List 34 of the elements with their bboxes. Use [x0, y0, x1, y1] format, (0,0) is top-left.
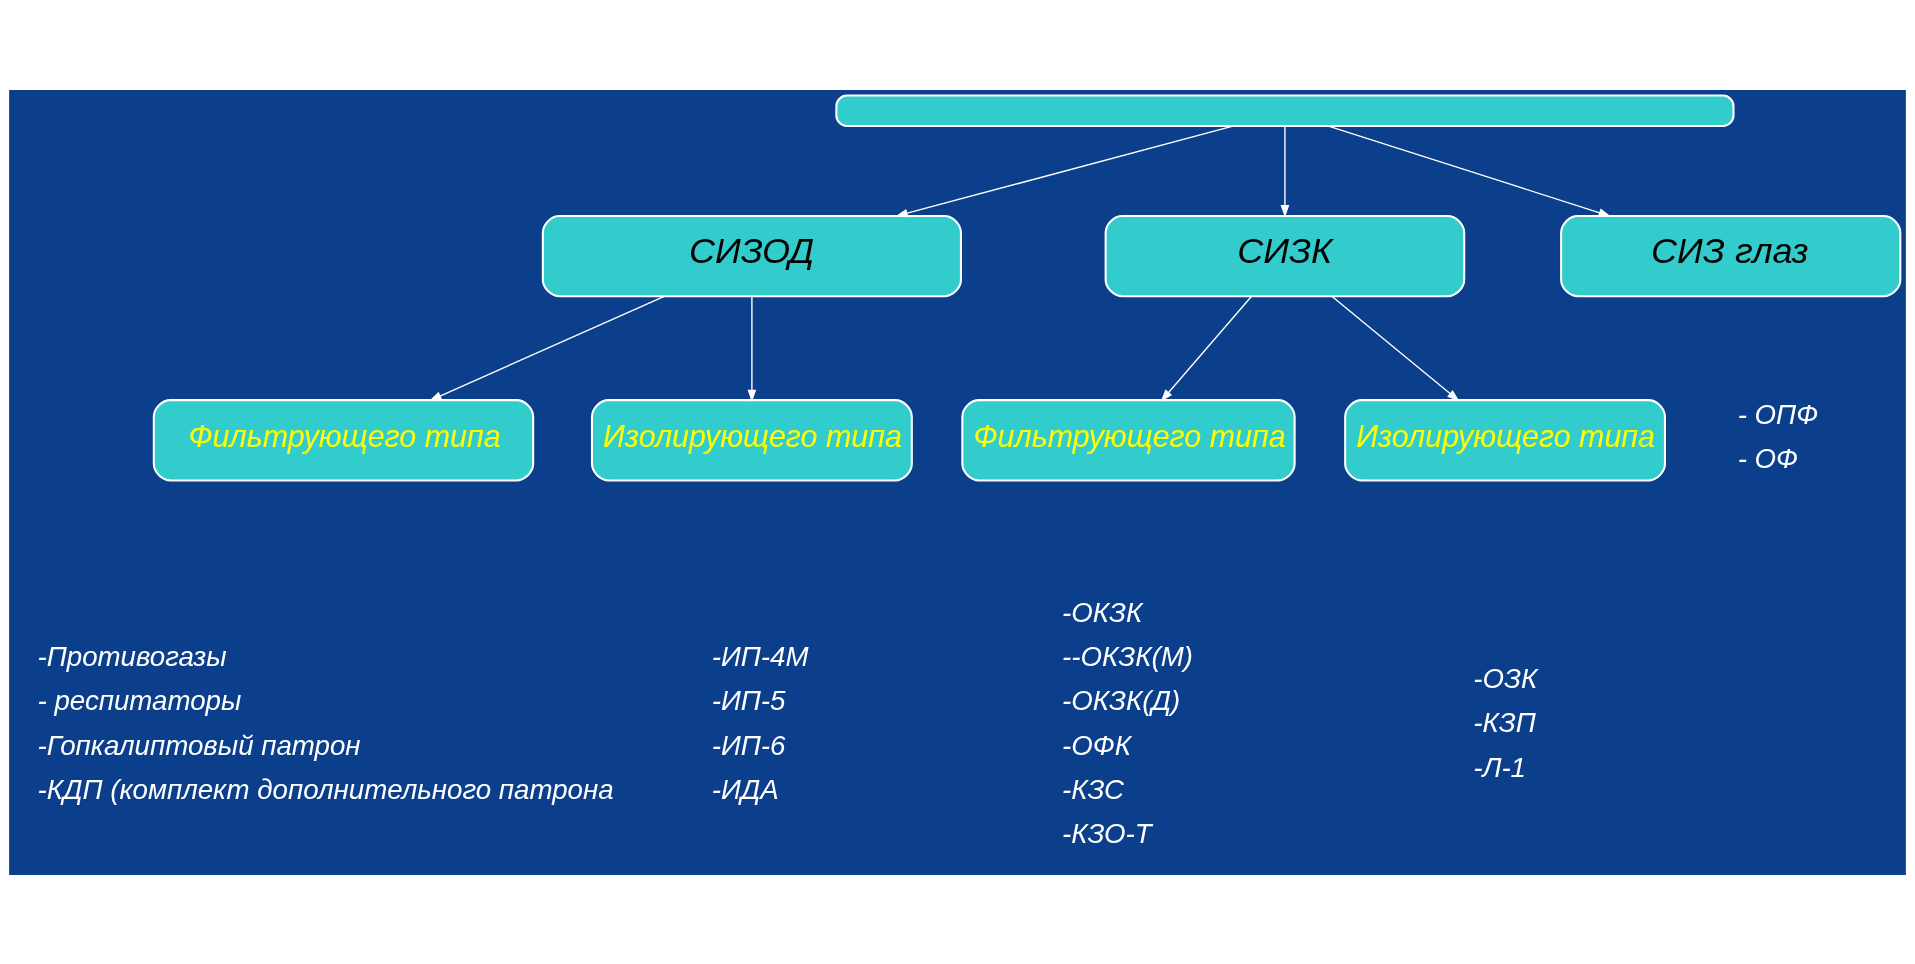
node-label: -ИП-5: [711, 684, 786, 716]
arrow: [1160, 295, 1253, 402]
node-box: СИЗК: [1104, 214, 1466, 297]
node-label: -Л-1: [1473, 751, 1527, 783]
node-box: Изолирующего типа: [1344, 398, 1666, 481]
arrow: [747, 295, 757, 402]
node-label: -ОКЗК(Д): [1062, 684, 1181, 716]
node-label: -ОФК: [1062, 729, 1132, 761]
node-label: -КЗС: [1062, 773, 1124, 805]
arrow: [1331, 295, 1460, 401]
arrow: [429, 295, 665, 401]
node-box: Фильтрующего типа: [961, 398, 1296, 481]
node-label: -ОЗК: [1473, 662, 1538, 694]
node-box: СИЗ глаз: [1560, 214, 1902, 297]
node-label: - ОПФ: [1737, 398, 1819, 430]
node-box: Изолирующего типа: [590, 398, 913, 481]
node-box: [835, 94, 1735, 127]
node-label: -ИДА: [711, 773, 779, 805]
node-label: -КДП (комплект дополнительного патрона: [37, 773, 614, 805]
node-label: -ОКЗК: [1062, 596, 1143, 628]
node-label: - респитаторы: [37, 684, 242, 716]
node-box: Фильтрующего типа: [152, 398, 535, 481]
node-label: -ИП-4М: [711, 640, 809, 672]
arrow: [1280, 125, 1290, 217]
node-label: --ОКЗК(М): [1062, 640, 1194, 672]
node-label: -Гопкалиптовый патрон: [37, 729, 361, 761]
arrow: [1327, 124, 1612, 217]
node-label: -ИП-6: [711, 729, 786, 761]
node-label: -КЗП: [1473, 706, 1536, 738]
node-box: СИЗОД: [541, 214, 962, 297]
node-label: - ОФ: [1737, 442, 1799, 474]
node-label: -Противогазы: [37, 640, 227, 672]
arrow: [895, 124, 1234, 217]
node-label: -КЗО-Т: [1062, 817, 1152, 849]
